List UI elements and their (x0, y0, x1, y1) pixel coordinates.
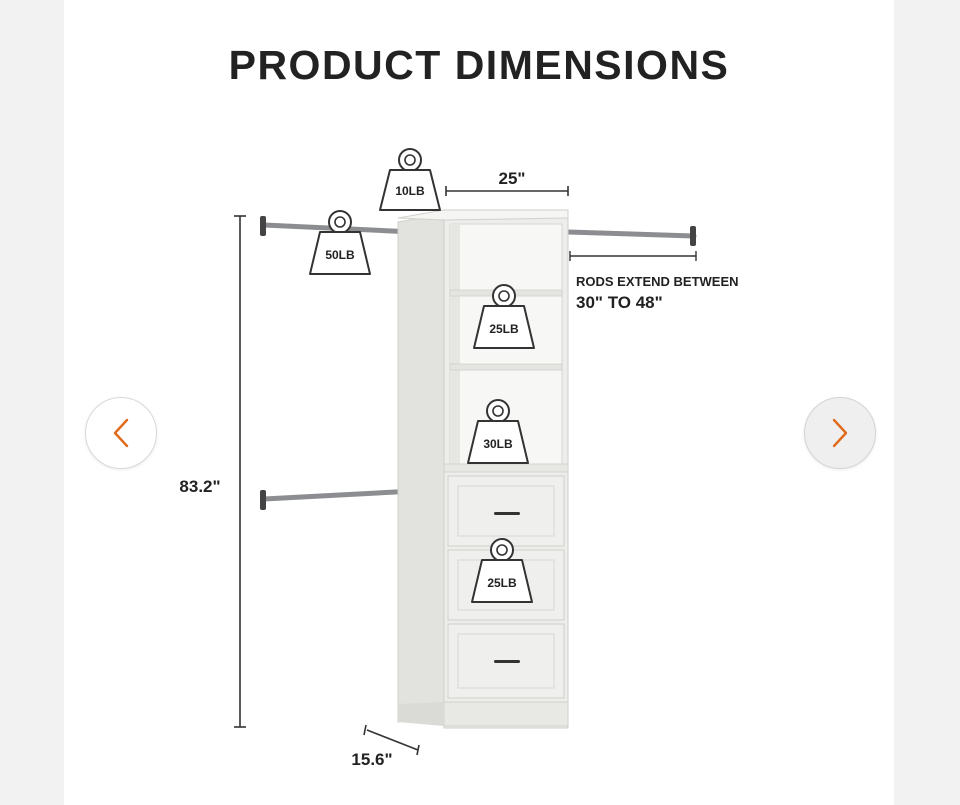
chevron-left-icon (113, 418, 129, 448)
weight-badge-upper-rod: 50LB (309, 210, 371, 275)
rod-extension-dimension-line (569, 251, 697, 261)
next-image-button[interactable] (804, 397, 876, 469)
depth-dimension-line (363, 724, 420, 756)
rods-note-line1: RODS EXTEND BETWEEN (576, 274, 739, 289)
depth-label: 15.6" (351, 750, 392, 769)
height-label: 83.2" (179, 477, 220, 496)
previous-image-button[interactable] (85, 397, 157, 469)
weight-upper-rod-label: 50LB (325, 248, 355, 262)
weight-badge-top: 10LB (379, 148, 441, 211)
width-dimension-line (445, 186, 569, 196)
drawer-1 (447, 475, 565, 547)
height-dimension-line (234, 215, 246, 728)
product-image-panel: PRODUCT DIMENSIONS 83.2" 25" 15.6" (64, 0, 894, 805)
closet-tower-illustration: 83.2" 25" 15.6" RODS EXTEND BETWEEN 30" … (179, 148, 739, 769)
weight-badge-drawer: 25LB (471, 538, 533, 603)
weight-drawer-label: 25LB (487, 576, 517, 590)
weight-upper-shelf-label: 25LB (489, 322, 519, 336)
upper-right-rod (565, 226, 697, 246)
width-label: 25" (499, 169, 526, 188)
drawer-3 (447, 623, 565, 699)
weight-badge-middle-shelf: 30LB (467, 399, 529, 464)
weight-top-label: 10LB (395, 184, 425, 198)
chevron-right-icon (832, 418, 848, 448)
cabinet-tower (397, 209, 569, 729)
weight-middle-shelf-label: 30LB (483, 437, 513, 451)
rods-note-line2: 30" TO 48" (576, 293, 663, 312)
page-title: PRODUCT DIMENSIONS (228, 42, 730, 88)
right-gutter (894, 0, 960, 805)
left-gutter (0, 0, 64, 805)
weight-badge-upper-shelf: 25LB (473, 284, 535, 349)
